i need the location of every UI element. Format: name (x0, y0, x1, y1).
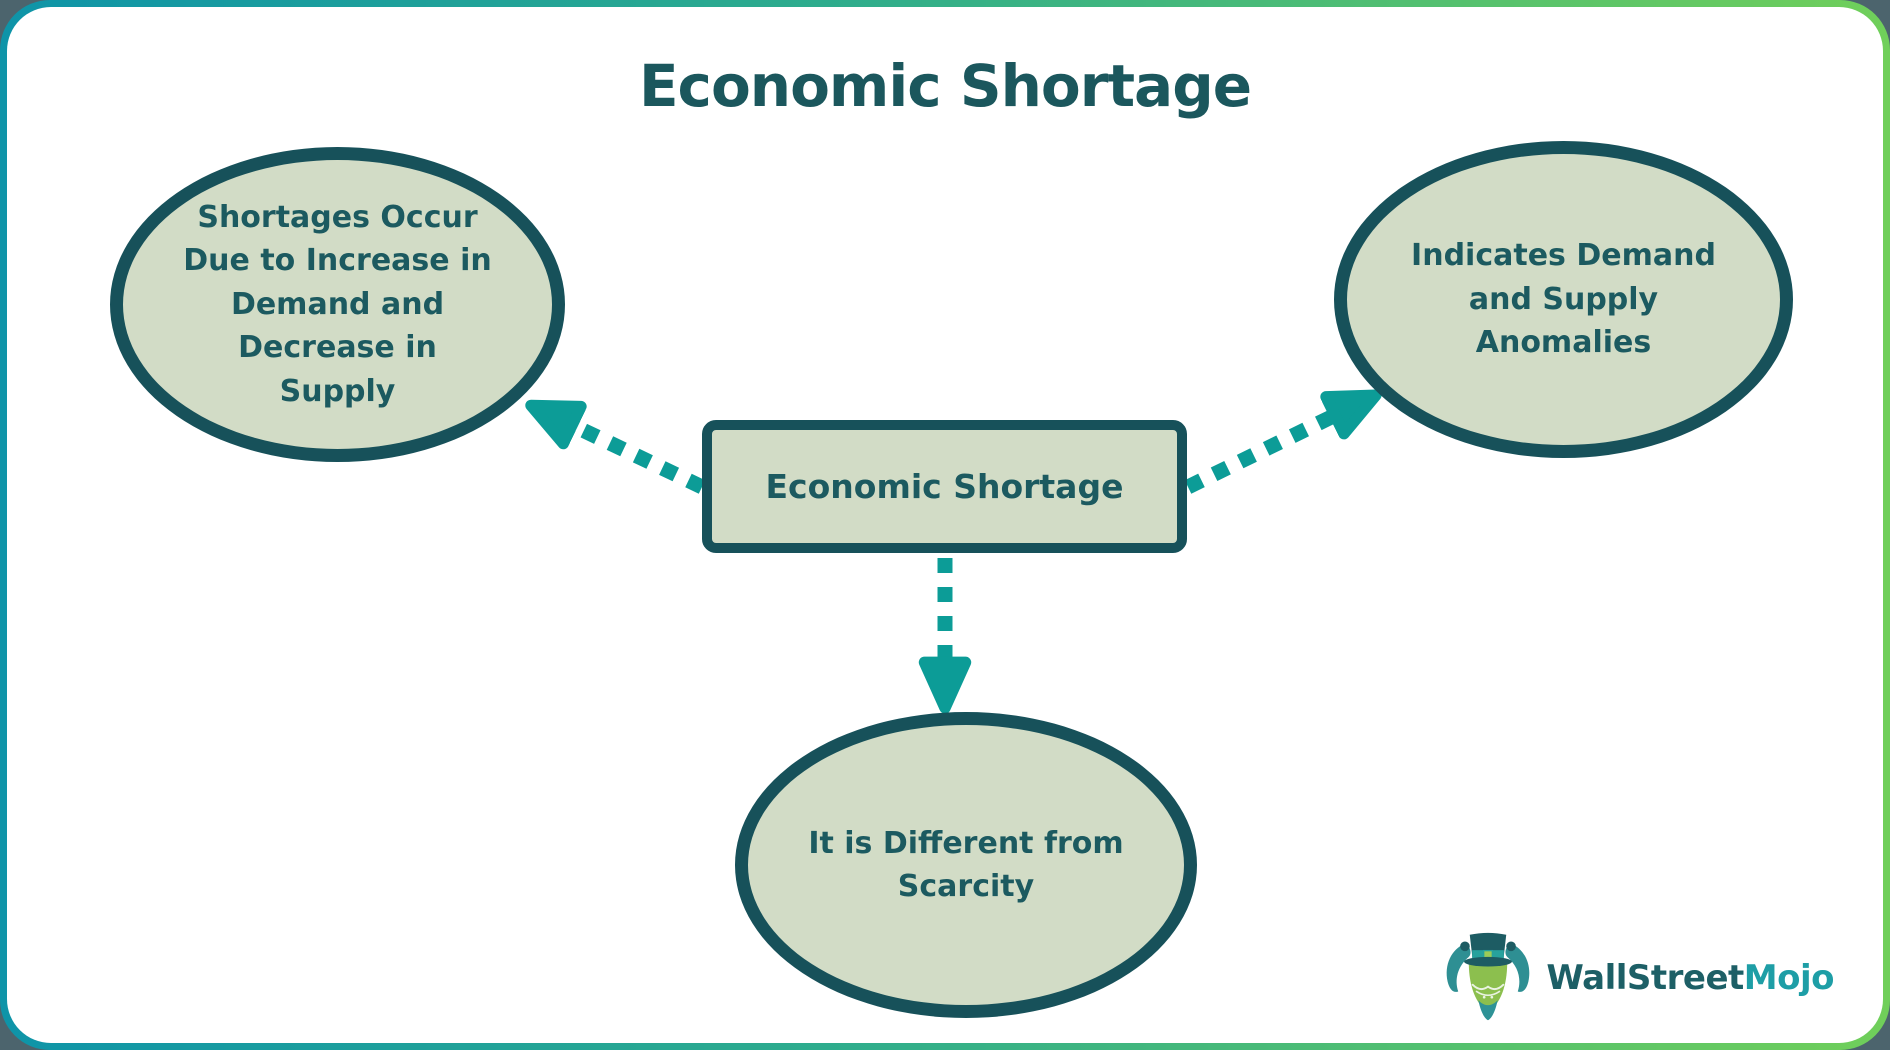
page-title: Economic Shortage (638, 52, 1252, 120)
logo-text-wallstreet: WallStreet (1546, 958, 1744, 998)
node-economic-shortage-center: Economic Shortage (702, 420, 1187, 553)
bull-with-top-hat-icon (1447, 932, 1530, 1021)
node-demand-supply-anomalies-label: Indicates Demand and Supply Anomalies (1411, 238, 1716, 361)
wallstreetmojo-logo: WallStreetMojo (1440, 930, 1835, 1026)
node-shortage-causes: Shortages Occur Due to Increase in Deman… (110, 147, 565, 462)
node-shortage-causes-label: Shortages Occur Due to Increase in Deman… (183, 199, 492, 409)
node-economic-shortage-center-label: Economic Shortage (765, 466, 1124, 506)
node-different-from-scarcity: It is Different from Scarcity (735, 712, 1197, 1018)
wallstreetmojo-wordmark: WallStreetMojo (1546, 958, 1834, 998)
node-demand-supply-anomalies: Indicates Demand and Supply Anomalies (1334, 141, 1793, 458)
logo-text-mojo: Mojo (1743, 958, 1835, 998)
node-different-from-scarcity-label: It is Different from Scarcity (808, 825, 1124, 905)
